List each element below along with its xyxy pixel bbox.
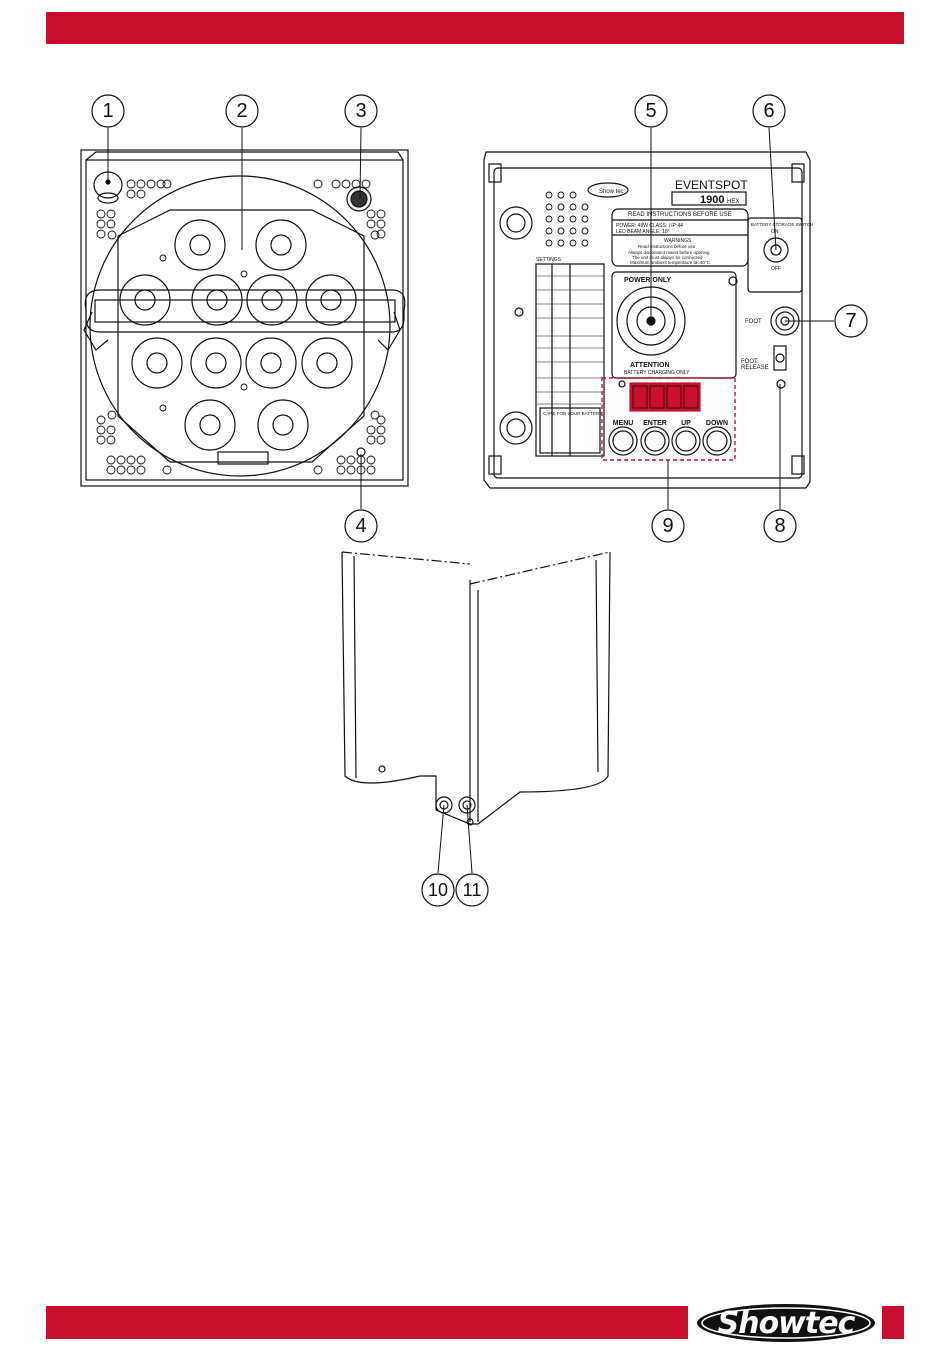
warning-4: Maximum ambient temperature ta=40°C	[630, 260, 711, 265]
model-name: EVENTSPOT	[675, 178, 748, 192]
attention-label: ATTENTION	[630, 362, 670, 369]
footer-bar	[46, 1306, 688, 1339]
rear-panel-text: Show tec EVENTSPOT 1900 HEX READ INSTRUC…	[536, 178, 813, 427]
front-led-lenses	[119, 219, 357, 451]
beam-line: LED BEAM ANGLE: 18°	[616, 229, 670, 235]
switch-title: BATTERY STORAGE SWITCH	[751, 222, 813, 227]
button-label-up: UP	[681, 420, 691, 427]
battery-care-title: CARE FOR YOUR BATTERY	[543, 411, 602, 416]
settings-title: SETTINGS	[536, 257, 562, 263]
callout-leaders	[107, 127, 834, 874]
warning-1: Read instructions before use	[638, 244, 696, 249]
warning-title: WARNINGS	[664, 238, 692, 244]
battery-charging-label: BATTERY CHARGING ONLY	[624, 370, 690, 376]
rear-control-buttons	[608, 426, 732, 456]
callout-2: 2	[236, 100, 247, 122]
model-suffix: HEX	[727, 199, 739, 205]
button-label-down: DOWN	[706, 420, 728, 427]
foot-release-label-1: FOOT	[741, 359, 758, 365]
callout-3: 3	[355, 100, 366, 122]
warning-2: Always disconnect mains before opening	[628, 250, 710, 255]
switch-on-label: ON	[771, 229, 779, 235]
model-number: 1900	[700, 194, 724, 206]
brand-badge: Show tec	[599, 189, 624, 195]
foot-label: FOOT	[745, 319, 762, 325]
product-diagram: Show tec EVENTSPOT 1900 HEX READ INSTRUC…	[80, 94, 868, 907]
read-title: READ INSTRUCTIONS BEFORE USE	[628, 212, 732, 218]
showtec-logo: Showtec ®	[695, 1302, 877, 1344]
callout-1: 1	[102, 100, 113, 122]
footer-bar-end	[882, 1306, 904, 1339]
warning-3: The unit must always be connected	[632, 255, 703, 260]
callout-10: 10	[428, 880, 448, 900]
button-label-menu: MENU	[613, 420, 634, 427]
callout-4: 4	[355, 515, 366, 537]
logo-registered-mark: ®	[867, 1311, 873, 1319]
callout-9: 9	[662, 515, 673, 537]
button-label-enter: ENTER	[643, 420, 667, 427]
rear-view	[483, 151, 811, 489]
callout-8: 8	[774, 515, 785, 537]
callouts	[91, 94, 868, 907]
callout-6: 6	[763, 100, 774, 122]
front-vent-holes	[96, 179, 386, 475]
callout-11: 11	[463, 880, 482, 900]
header-bar	[46, 12, 904, 44]
power-line: POWER: 48W CLASS: I IP:44	[616, 223, 683, 229]
power-only-label: POWER ONLY	[624, 277, 672, 284]
logo-text: Showtec	[718, 1306, 856, 1341]
callout-7: 7	[845, 310, 856, 332]
callout-5: 5	[645, 100, 656, 122]
front-view	[80, 149, 409, 487]
foot-release-label-2: RELEASE	[741, 365, 769, 371]
switch-off-label: OFF	[771, 266, 781, 272]
side-view	[341, 551, 611, 826]
